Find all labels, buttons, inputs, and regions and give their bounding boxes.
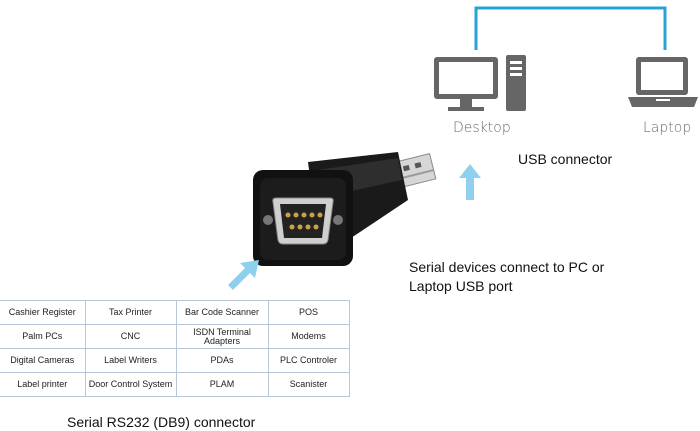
laptop-icon: [628, 57, 698, 107]
table-cell: Label printer: [0, 372, 86, 397]
laptop-label: Laptop: [643, 120, 692, 136]
table-cell: Palm PCs: [0, 324, 86, 349]
adapter-caption-line1: Serial devices connect to PC or: [409, 259, 605, 275]
serial-devices-table: Cashier Register Tax Printer Bar Code Sc…: [0, 300, 350, 397]
table-cell: Door Control System: [85, 372, 177, 397]
adapter-caption: Serial devices connect to PC or Laptop U…: [409, 258, 604, 296]
usb-serial-adapter-image: [253, 152, 437, 266]
table-cell: Digital Cameras: [0, 348, 86, 373]
usb-connector-label: USB connector: [518, 151, 613, 167]
table-cell: Scanister: [268, 372, 350, 397]
table-cell: ISDN Terminal Adapters: [176, 324, 269, 349]
diagonal-arrow-icon: [228, 260, 259, 290]
table-cell: Modems: [268, 324, 350, 349]
table-cell: PLC Controler: [268, 348, 350, 373]
desktop-label: Desktop: [453, 120, 511, 136]
table-cell: Cashier Register: [0, 300, 86, 325]
table-row: Cashier Register Tax Printer Bar Code Sc…: [0, 300, 350, 325]
table-cell: PLAM: [176, 372, 269, 397]
table-row: Label printer Door Control System PLAM S…: [0, 372, 350, 397]
table-row: Palm PCs CNC ISDN Terminal Adapters Mode…: [0, 324, 350, 349]
table-cell: Label Writers: [85, 348, 177, 373]
table-cell: PDAs: [176, 348, 269, 373]
table-cell: POS: [268, 300, 350, 325]
adapter-caption-line2: Laptop USB port: [409, 278, 513, 294]
table-cell: Bar Code Scanner: [176, 300, 269, 325]
table-row: Digital Cameras Label Writers PDAs PLC C…: [0, 348, 350, 373]
up-arrow-icon: [459, 164, 481, 200]
desktop-icon: [434, 55, 526, 111]
table-cell: CNC: [85, 324, 177, 349]
db9-caption: Serial RS232 (DB9) connector: [67, 414, 256, 430]
table-cell: Tax Printer: [85, 300, 177, 325]
